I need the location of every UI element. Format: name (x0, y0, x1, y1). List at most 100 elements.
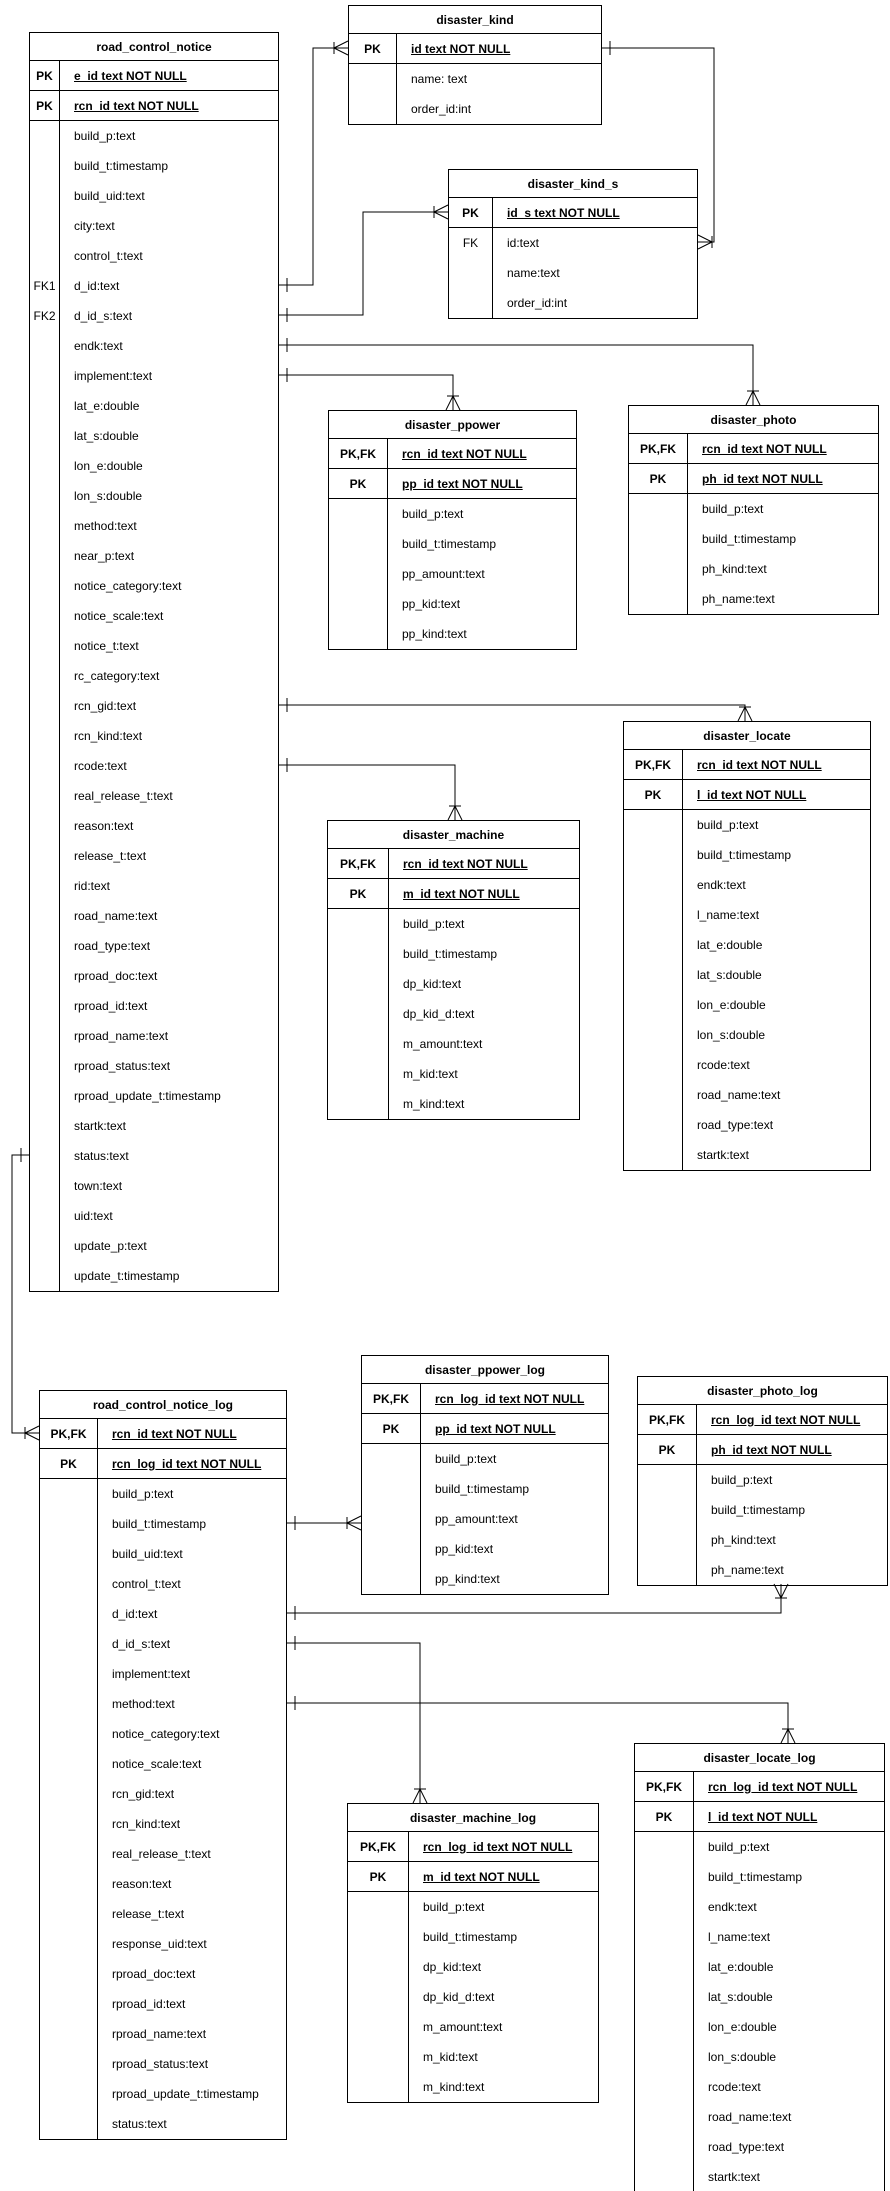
key-flag: PK,FK (362, 1384, 421, 1413)
column-name: build_p:text (403, 917, 465, 931)
key-column-name: pp_id text NOT NULL (435, 1421, 556, 1436)
column-name: d_id:text (112, 1607, 158, 1621)
column-name: road_type:text (708, 2140, 785, 2154)
column-name: lon_s:double (697, 1028, 766, 1042)
relationship-line (279, 705, 745, 721)
column-name: control_t:text (74, 249, 143, 263)
column-name: d_id_s:text (112, 1637, 171, 1651)
key-flag: PK (624, 780, 683, 809)
column-name: build_t:timestamp (708, 1870, 803, 1884)
column-name: lat_s:double (74, 429, 139, 443)
column-name: rcn_kind:text (74, 729, 143, 743)
column-name: lat_e:double (708, 1960, 774, 1974)
attribute-key-column (40, 1479, 98, 2139)
fk-flag: FK2 (33, 309, 56, 323)
column-name: town:text (74, 1179, 123, 1193)
column-name: build_t:timestamp (402, 537, 497, 551)
entity-title: disaster_kind_s (449, 170, 697, 198)
column-name: status:text (74, 1149, 129, 1163)
column-name: method:text (74, 519, 137, 533)
key-flag: PK,FK (629, 434, 688, 463)
column-name: rcn_gid:text (74, 699, 137, 713)
column-name: endk:text (708, 1900, 757, 1914)
column-name: near_p:text (74, 549, 135, 563)
relationship-line (287, 1703, 788, 1743)
key-column-name: rcn_log_id text NOT NULL (435, 1391, 585, 1406)
column-name: m_kind:text (403, 1097, 465, 1111)
key-row: PK,FK rcn_log_id text NOT NULL (362, 1384, 608, 1414)
column-name: rproad_update_t:timestamp (112, 2087, 259, 2101)
column-name: startk:text (74, 1119, 127, 1133)
key-column-name: rcn_id text NOT NULL (697, 757, 822, 772)
key-row: PK l_id text NOT NULL (624, 780, 870, 810)
entity-title: disaster_locate_log (635, 1744, 884, 1772)
column-name: notice_category:text (112, 1727, 220, 1741)
column-name: ph_name:text (702, 592, 775, 606)
column-name: build_p:text (697, 818, 759, 832)
column-name: notice_t:text (74, 639, 139, 653)
column-name: dp_kid:text (403, 977, 462, 991)
column-name: lat_s:double (697, 968, 762, 982)
column-name: build_p:text (435, 1452, 497, 1466)
column-name: road_type:text (697, 1118, 774, 1132)
column-name: rproad_status:text (74, 1059, 171, 1073)
column-name: uid:text (74, 1209, 113, 1223)
column-name: release_t:text (74, 849, 147, 863)
attribute-key-column (349, 64, 397, 124)
column-name: notice_category:text (74, 579, 182, 593)
entity-title: disaster_photo (629, 406, 878, 434)
relationship-line (287, 1643, 420, 1803)
column-name: rproad_doc:text (74, 969, 158, 983)
entity-title: road_control_notice_log (40, 1391, 286, 1419)
column-name: build_p:text (708, 1840, 770, 1854)
column-name: pp_amount:text (402, 567, 485, 581)
column-name: control_t:text (112, 1577, 181, 1591)
key-flag: PK (30, 91, 60, 120)
column-name: notice_scale:text (74, 609, 164, 623)
column-name: lon_s:double (74, 489, 143, 503)
key-flag: PK,FK (329, 439, 388, 468)
key-column-name: id_s text NOT NULL (507, 205, 620, 220)
column-name: endk:text (74, 339, 123, 353)
key-column-name: l_id text NOT NULL (697, 787, 807, 802)
key-column-name: rcn_log_id text NOT NULL (708, 1779, 858, 1794)
key-flag: PK (30, 61, 60, 90)
key-column-name: rcn_log_id text NOT NULL (423, 1839, 573, 1854)
entity-title: disaster_kind (349, 6, 601, 34)
column-name: build_p:text (112, 1487, 174, 1501)
column-name: rcn_kind:text (112, 1817, 181, 1831)
column-name: ph_kind:text (702, 562, 767, 576)
key-column-name: pp_id text NOT NULL (402, 476, 523, 491)
column-name: build_uid:text (74, 189, 145, 203)
column-name: build_t:timestamp (423, 1930, 518, 1944)
column-name: pp_kind:text (435, 1572, 500, 1586)
